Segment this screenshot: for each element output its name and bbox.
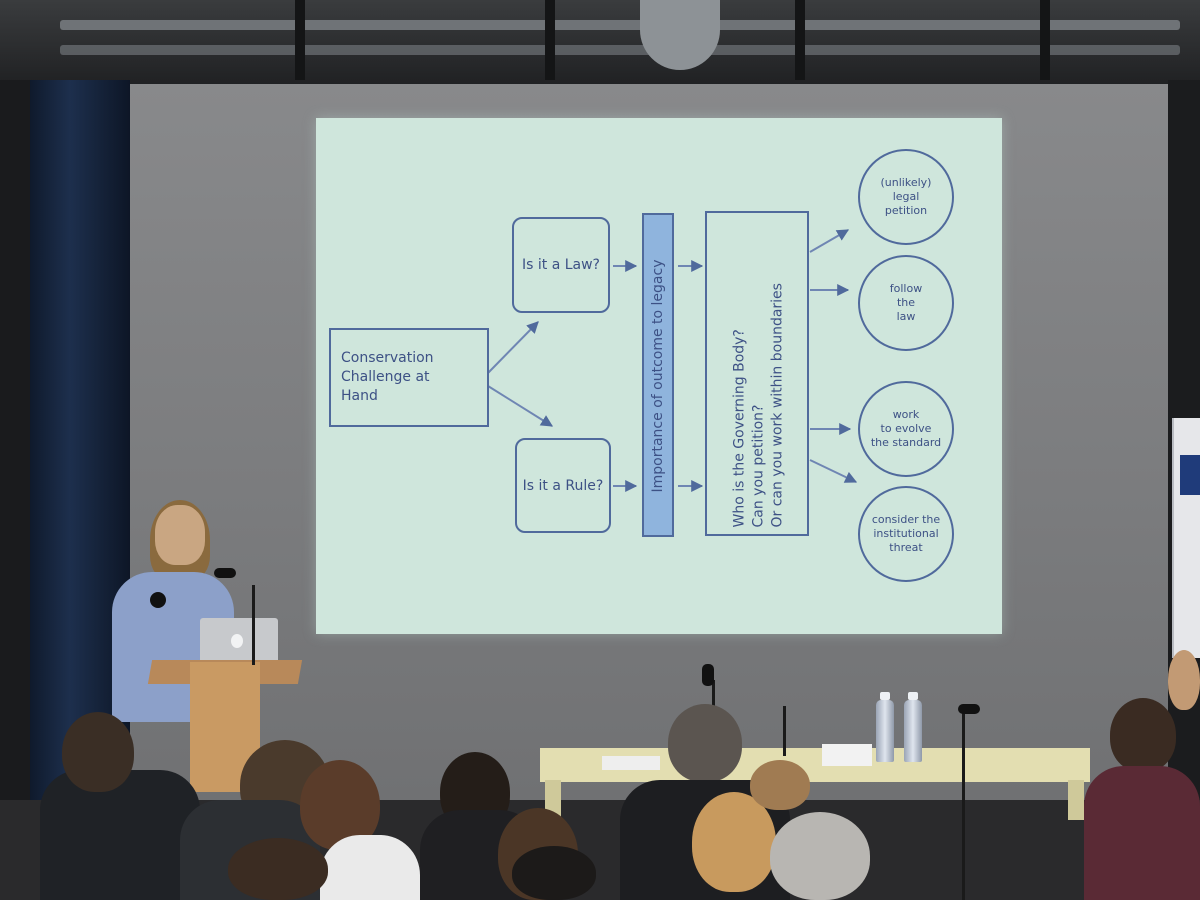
outcome-legal-petition: (unlikely) legal petition: [858, 149, 954, 245]
ceiling-duct: [60, 45, 1180, 55]
side-banner: [1172, 418, 1200, 658]
bottle-cap: [880, 692, 890, 700]
arrow-to-outcome-1: [809, 229, 850, 253]
arrow-to-rule: [487, 385, 554, 427]
governing-line-1: Who is the Governing Body?: [731, 329, 748, 528]
audience-head: [692, 792, 776, 892]
table-mic-stand: [783, 706, 786, 756]
ceiling: [0, 0, 1200, 88]
outcome-4-line-1: consider the: [871, 513, 941, 526]
table-leg: [1068, 780, 1084, 820]
ceiling-beam: [795, 0, 805, 80]
outcome-3-line-2: to evolve: [880, 422, 932, 435]
audience-head: [1168, 650, 1200, 710]
ceiling-beam: [545, 0, 555, 80]
governing-body-box: Who is the Governing Body? Can you petit…: [705, 211, 809, 536]
diagram-arrows: [487, 229, 858, 492]
bottle-cap: [908, 692, 918, 700]
table-mic-icon: [702, 664, 714, 686]
laptop-logo-icon: [231, 634, 243, 648]
rule-box-label: Is it a Rule?: [522, 477, 604, 494]
water-bottle: [904, 700, 922, 762]
podium-mic-stand: [252, 585, 255, 665]
podium-mic-icon: [214, 568, 236, 578]
audience-head: [512, 846, 596, 900]
start-box-label: Conservation Challenge at Hand: [341, 350, 434, 404]
outcome-4-line-2: institutional: [873, 527, 939, 540]
floor-mic-stand: [962, 712, 965, 900]
outcome-2-line-2: the: [896, 296, 916, 309]
arrow-to-law: [487, 321, 539, 374]
ceiling-beam: [295, 0, 305, 80]
outcome-1-line-2: legal: [892, 190, 920, 203]
audience-head: [770, 812, 870, 900]
floor-mic-icon: [958, 704, 980, 714]
outcome-institutional-threat: consider the institutional threat: [858, 486, 954, 582]
law-box-label: Is it a Law?: [522, 257, 600, 273]
outcome-2-line-3: law: [896, 310, 916, 323]
left-wall: [0, 80, 30, 900]
outcome-3-line-3: the standard: [870, 436, 942, 449]
outcome-3-line-1: work: [892, 408, 920, 421]
ceiling-vent: [640, 0, 720, 70]
podium-mic-2-icon: [150, 592, 166, 608]
audience-head: [668, 704, 742, 782]
importance-bar: Importance of outcome to legacy: [642, 213, 674, 537]
audience-head: [228, 838, 328, 900]
audience-member: [320, 835, 420, 900]
rule-box: Is it a Rule?: [515, 438, 611, 533]
ceiling-duct: [60, 20, 1180, 30]
water-bottle: [876, 700, 894, 762]
arrow-to-outcome-4: [809, 459, 858, 483]
outcome-4-line-3: threat: [889, 541, 923, 554]
outcome-evolve-standard: work to evolve the standard: [858, 381, 954, 477]
audience-member: [1084, 766, 1200, 900]
start-box: Conservation Challenge at Hand: [329, 328, 489, 427]
importance-bar-label: Importance of outcome to legacy: [650, 259, 666, 493]
audience-head: [750, 760, 810, 810]
banner-logo-mark: [1180, 455, 1200, 495]
audience-head: [62, 712, 134, 792]
name-card: [602, 756, 660, 770]
papers: [822, 744, 872, 766]
outcome-1-line-1: (unlikely): [880, 176, 932, 189]
audience-member: [40, 770, 200, 900]
outcome-1-line-3: petition: [884, 204, 928, 217]
governing-line-3: Or can you work within boundaries: [769, 283, 786, 528]
projected-slide: Conservation Challenge at Hand Is it a L…: [316, 118, 1002, 634]
outcome-2-line-1: follow: [889, 282, 923, 295]
law-box: Is it a Law?: [512, 217, 610, 313]
governing-body-text: Who is the Governing Body? Can you petit…: [731, 226, 788, 546]
audience-head: [1110, 698, 1176, 772]
governing-line-2: Can you petition?: [750, 404, 767, 528]
outcome-follow-law: follow the law: [858, 255, 954, 351]
ceiling-beam: [1040, 0, 1050, 80]
speaker-head: [155, 505, 205, 565]
